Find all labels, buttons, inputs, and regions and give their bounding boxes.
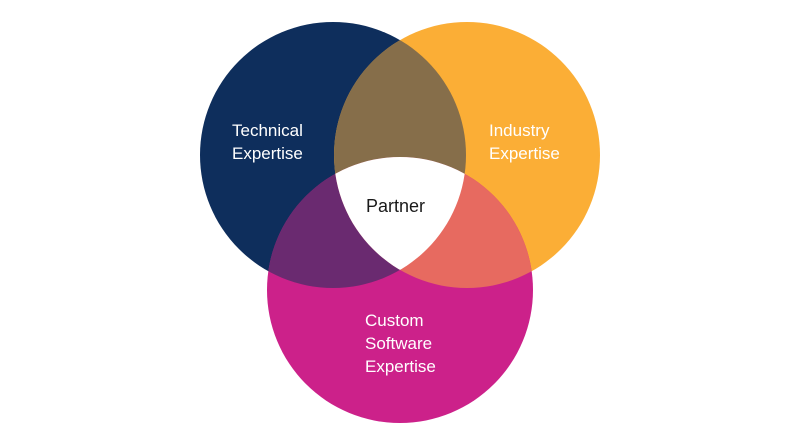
industry-software-overlap bbox=[334, 157, 533, 288]
technical-label-line-1: Technical bbox=[232, 121, 303, 140]
partner-label: Partner bbox=[366, 196, 426, 216]
industry-label-line-1: Industry bbox=[489, 121, 550, 140]
software-label-line-2: Software bbox=[365, 334, 433, 353]
technical-software-overlap bbox=[267, 157, 466, 288]
software-label-line-3: Expertise bbox=[365, 357, 436, 376]
technical-expertise-label: Technical Expertise bbox=[232, 119, 303, 165]
industry-label-line-2: Expertise bbox=[489, 144, 560, 163]
software-label-line-1: Custom bbox=[365, 311, 424, 330]
industry-expertise-label: Industry Expertise bbox=[489, 119, 560, 165]
technical-label-line-2: Expertise bbox=[232, 144, 303, 163]
custom-software-expertise-label: Custom Software Expertise bbox=[365, 309, 436, 378]
